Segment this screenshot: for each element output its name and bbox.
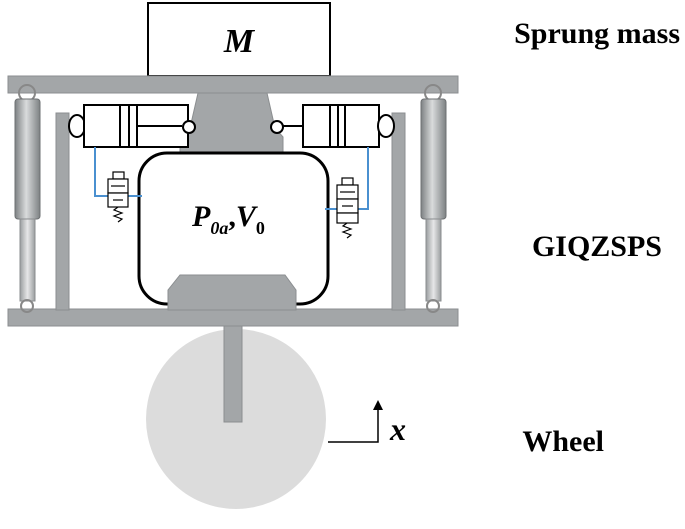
giqzsps-label: GIQZSPS — [532, 230, 662, 263]
air-spring-lower-mount — [167, 274, 297, 311]
displacement-symbol: x — [389, 411, 406, 447]
left-hydraulic-cylinder — [68, 104, 196, 148]
air-spring-upper-mount — [179, 92, 284, 156]
right-hydraulic-cylinder — [270, 104, 395, 148]
axle-rod — [223, 325, 243, 423]
upper-plate — [7, 75, 459, 94]
air-spring-state-label: P0a,V0 — [191, 200, 265, 238]
hydraulic-hoses — [94, 147, 369, 210]
mass-symbol: M — [223, 23, 256, 60]
left-guide-post — [55, 112, 70, 311]
right-damper — [420, 84, 447, 313]
left-control-valve — [107, 171, 129, 223]
displacement-arrow — [328, 400, 383, 443]
right-control-valve — [336, 177, 359, 239]
sprung-mass-label: Sprung mass — [514, 17, 680, 50]
left-damper — [14, 84, 41, 313]
sprung-mass-block: M — [147, 2, 331, 77]
right-guide-post — [391, 112, 406, 311]
wheel-label: Wheel — [522, 425, 604, 458]
lower-plate — [7, 308, 459, 327]
